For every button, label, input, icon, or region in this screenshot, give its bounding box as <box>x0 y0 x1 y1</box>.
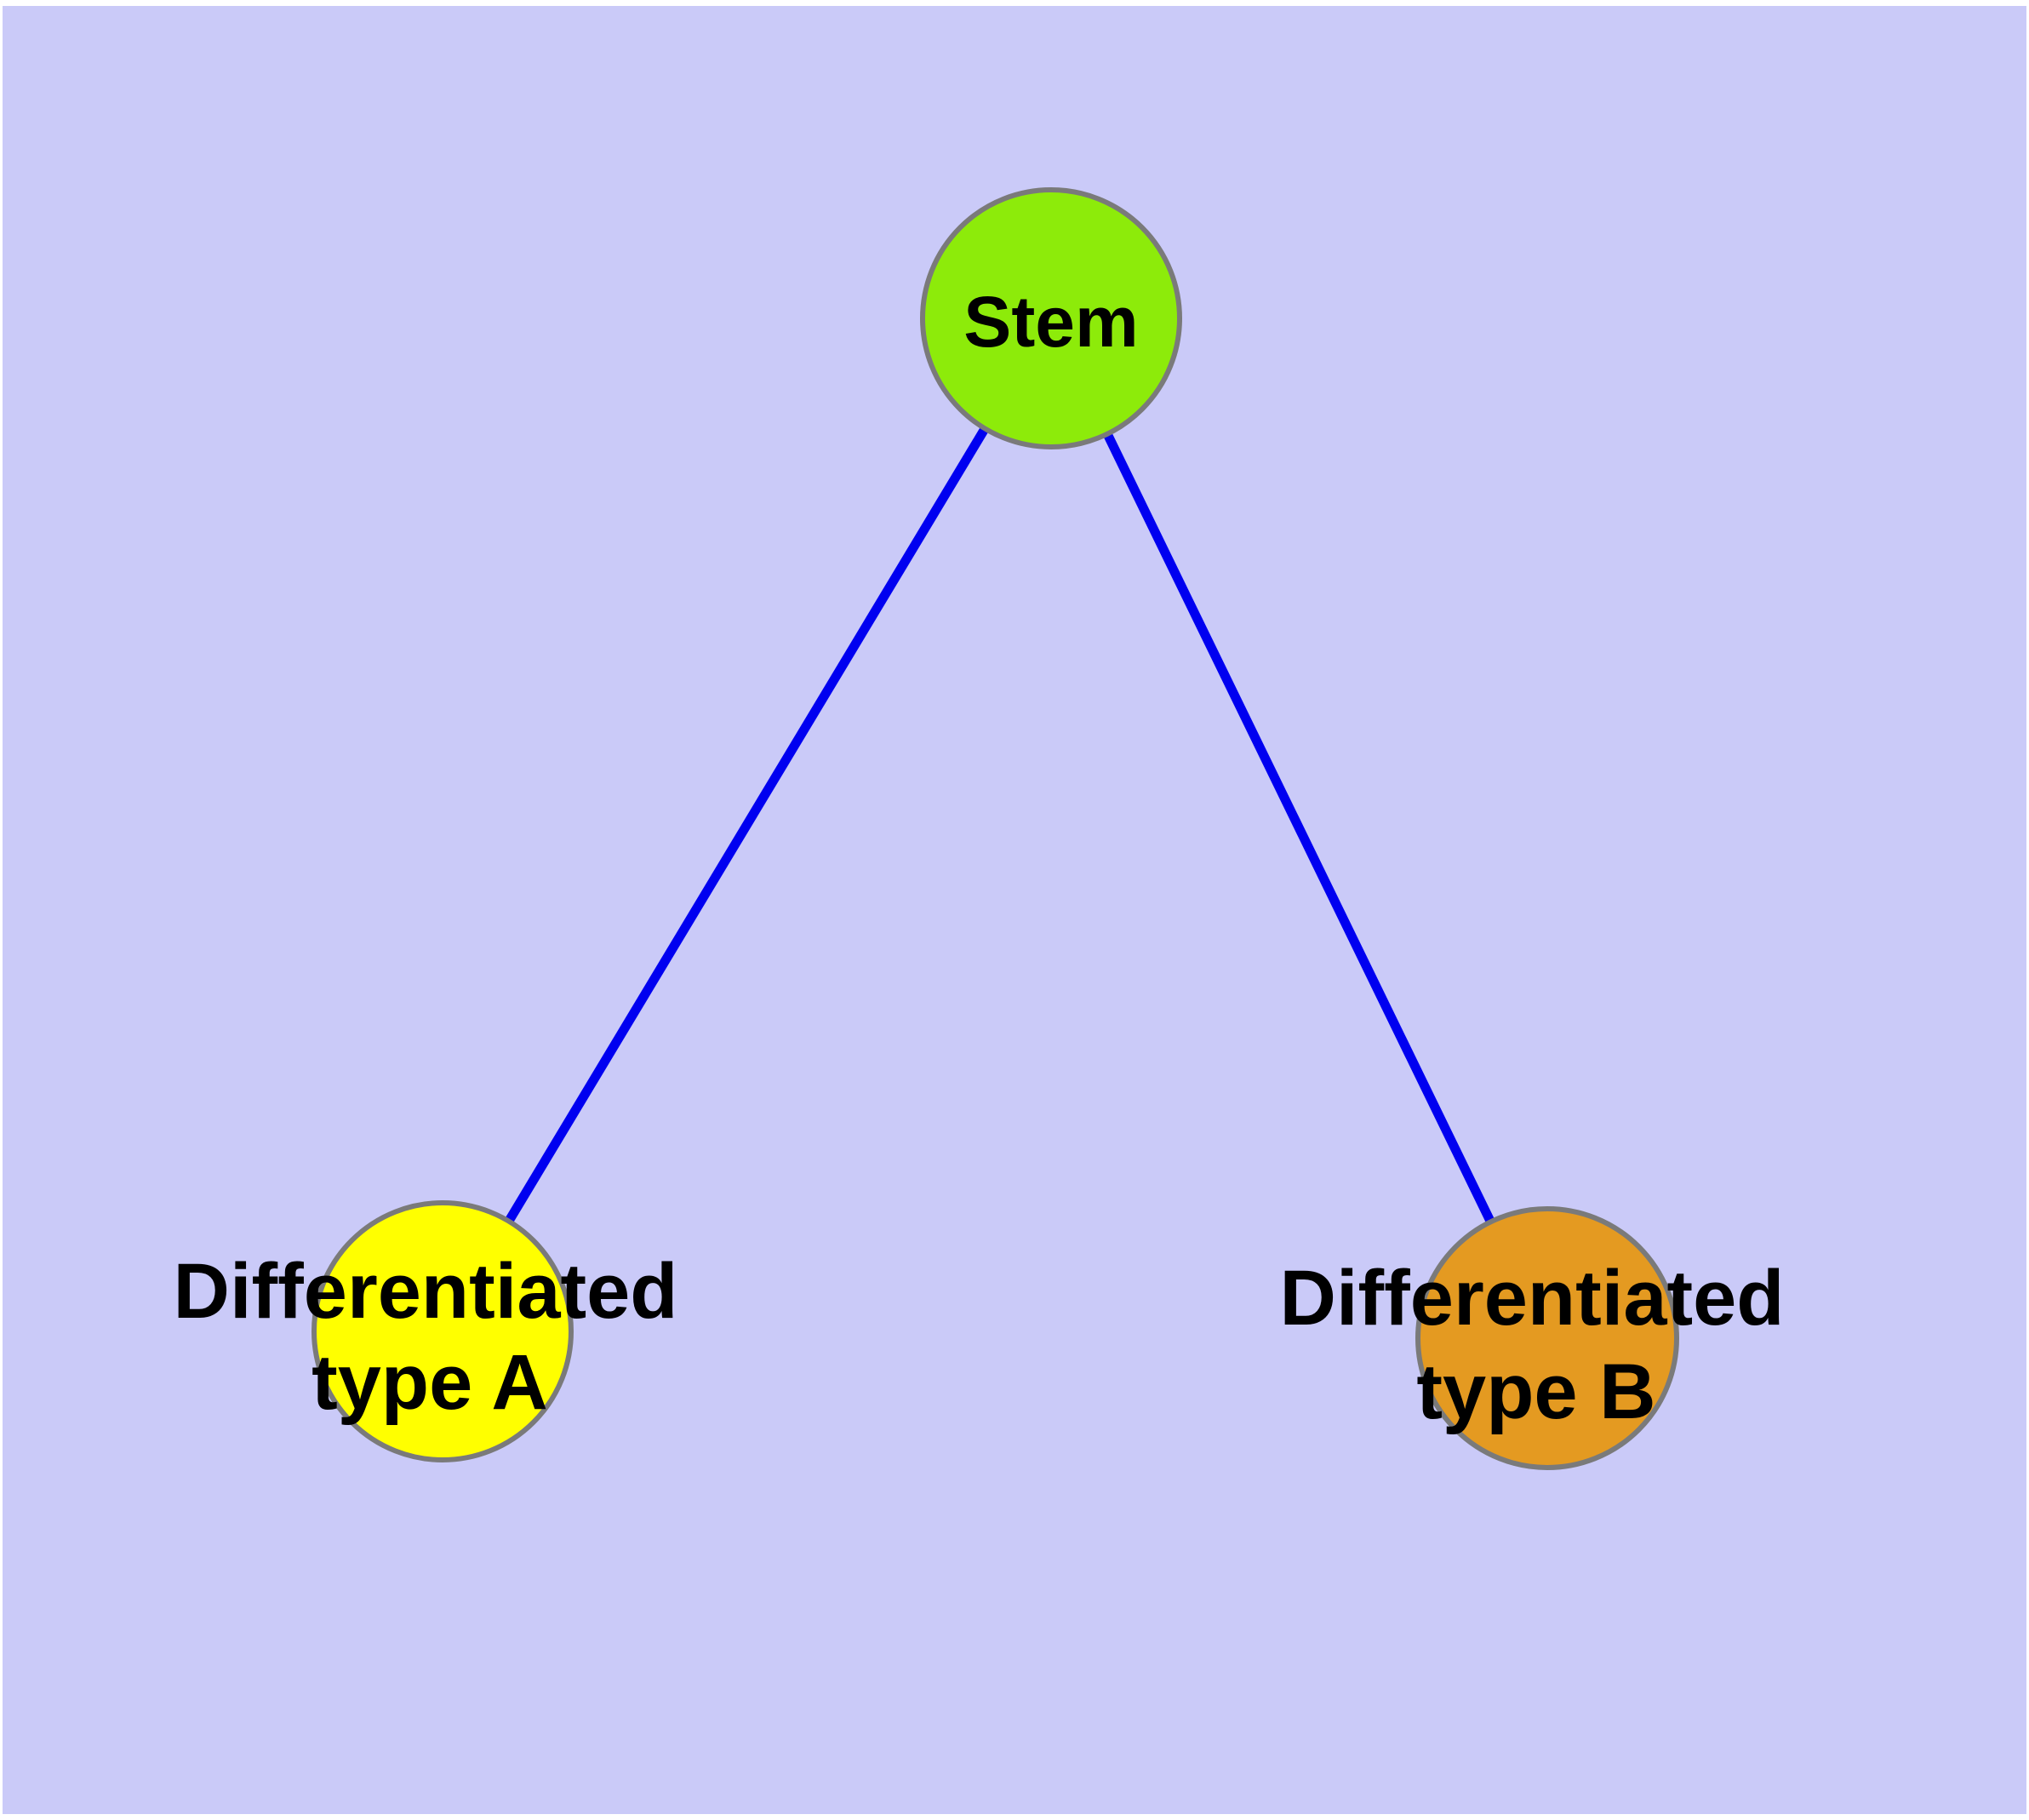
node-stem <box>920 187 1182 449</box>
node-type-a-label-line2: type A <box>311 1339 548 1426</box>
node-type-b-label-line1: Differentiated <box>1280 1255 1785 1342</box>
node-type-b-label-line2: type B <box>1416 1348 1655 1435</box>
edges <box>438 316 1552 1341</box>
edge-stem-to-type-b <box>1047 316 1552 1341</box>
edge-stem-to-type-a <box>438 316 1055 1334</box>
node-differentiated-type-a <box>311 1200 574 1462</box>
node-labels: Stem Differentiated type A Differentiate… <box>174 282 1785 1435</box>
node-type-a-label-line1: Differentiated <box>174 1248 678 1335</box>
node-stem-label: Stem <box>963 282 1138 362</box>
nodes <box>311 187 1679 1470</box>
node-differentiated-type-b <box>1415 1206 1679 1470</box>
